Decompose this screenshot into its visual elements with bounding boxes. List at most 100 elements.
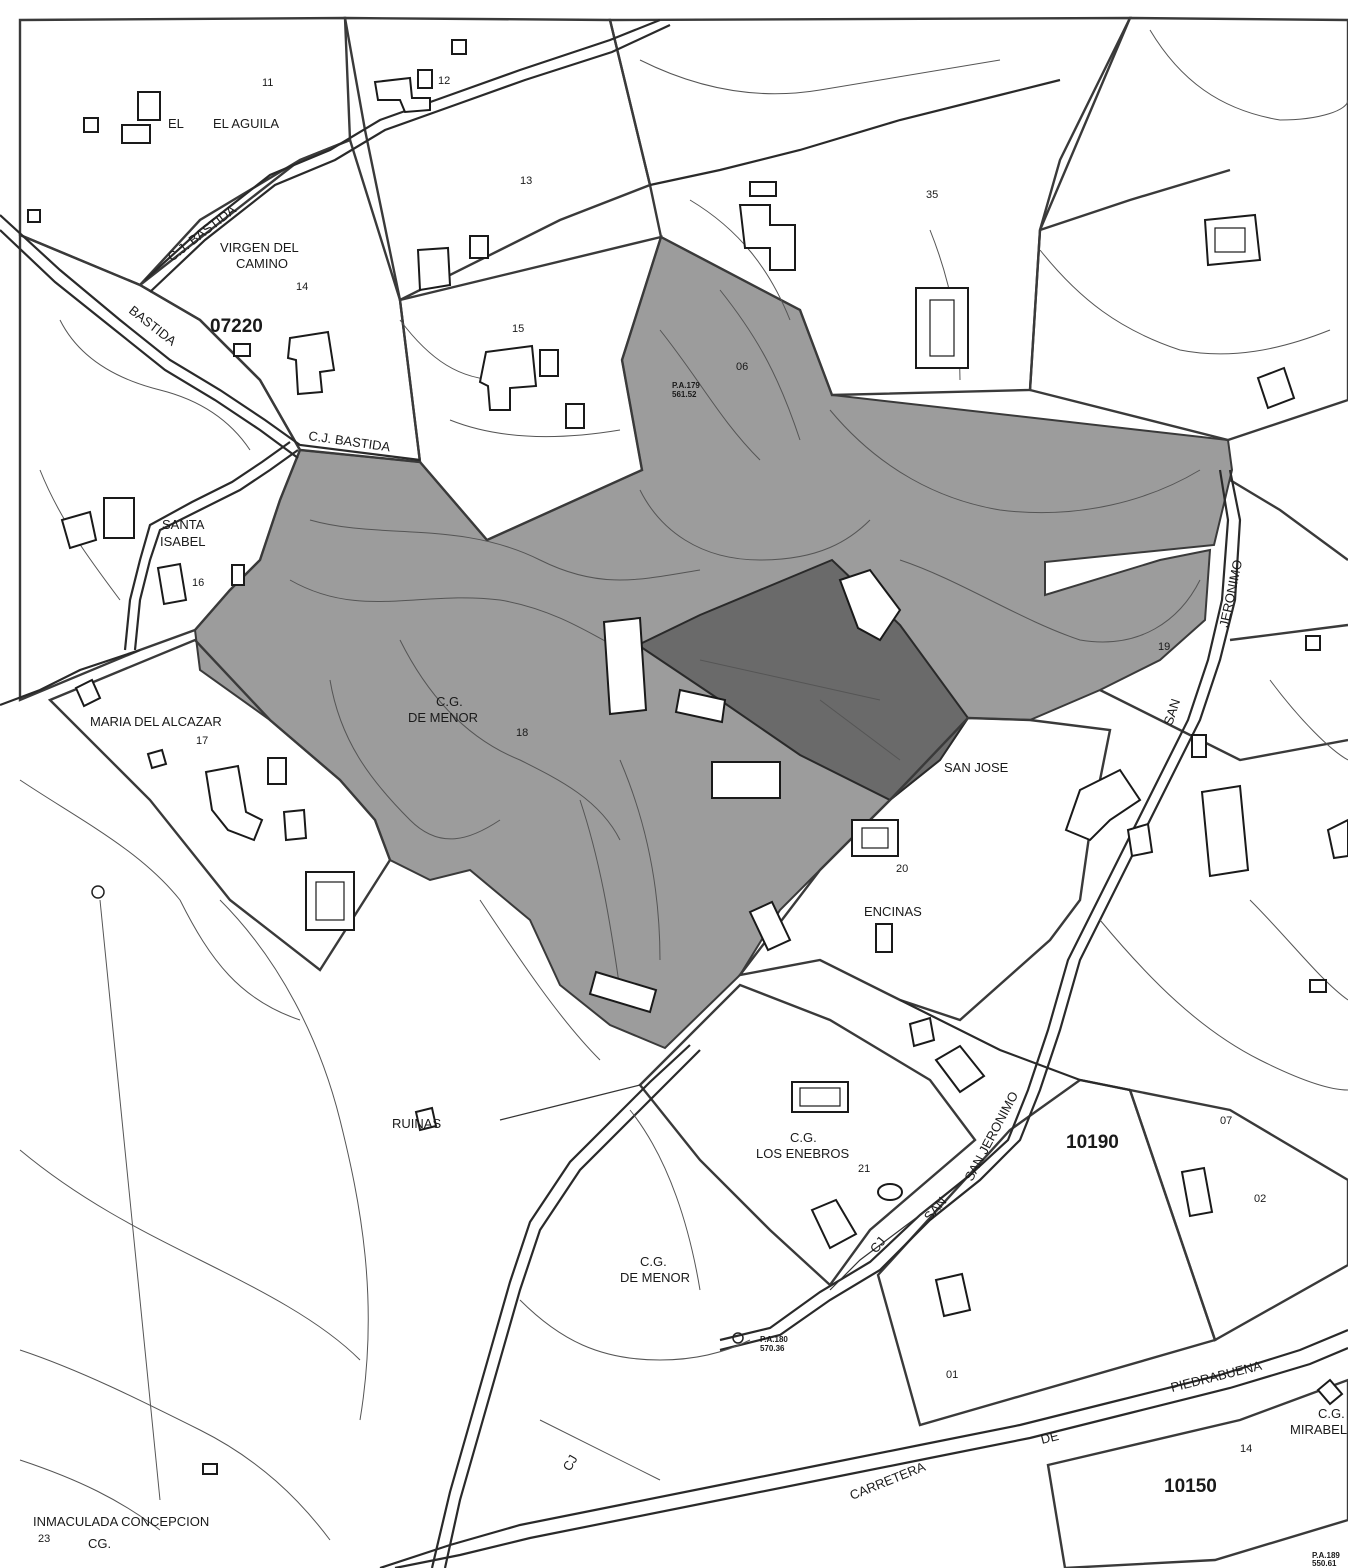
building: [267, 757, 287, 785]
place-label: EL AGUILA: [213, 116, 279, 131]
parcel-numbers: 11 12 13 14 15 06 35 16 17 18 19 20 21 0…: [38, 75, 1266, 1545]
parcel-number: 15: [512, 323, 524, 335]
building: [103, 497, 135, 539]
building: [1326, 818, 1348, 860]
parcel-number: 06: [736, 361, 748, 373]
building: [810, 1198, 858, 1250]
building: [305, 871, 355, 931]
place-label: CG.: [88, 1536, 111, 1551]
building: [202, 1463, 218, 1475]
building: [1305, 635, 1321, 651]
building: [1180, 1166, 1214, 1218]
building: [711, 761, 781, 799]
parcel-number: 21: [858, 1163, 870, 1175]
building: [565, 403, 585, 429]
place-label: ISABEL: [160, 534, 206, 549]
building: [674, 688, 727, 724]
building: [539, 349, 559, 377]
building: [908, 1016, 936, 1048]
parcel-number: 16: [192, 577, 204, 589]
place-labels: EL EL AGUILA VIRGEN DEL CAMINO SANTA ISA…: [33, 116, 1347, 1551]
place-label: MIRABEL: [1290, 1422, 1347, 1437]
parcel-number: 35: [926, 189, 938, 201]
road-label: DE: [1039, 1428, 1060, 1447]
zone-code: 07220: [210, 316, 263, 337]
road-label: CJ: [560, 1452, 581, 1473]
building: [83, 117, 99, 133]
parcel-number: 20: [896, 863, 908, 875]
building: [137, 91, 161, 121]
survey-mark: 550.61: [1312, 1559, 1337, 1568]
parcel-number: 18: [516, 727, 528, 739]
parcel-number: 02: [1254, 1193, 1266, 1205]
building: [588, 970, 658, 1014]
building: [233, 343, 251, 357]
place-label: C.G.: [640, 1254, 667, 1269]
survey-point-icon: [732, 1332, 744, 1344]
building: [748, 900, 792, 952]
building: [74, 678, 102, 708]
place-label: C.G.: [436, 694, 463, 709]
place-label: DE MENOR: [408, 710, 478, 725]
building: [1191, 734, 1207, 758]
survey-mark: 570.36: [760, 1344, 785, 1353]
building: [934, 1272, 972, 1318]
zone-code: 10150: [1164, 1476, 1217, 1497]
building: [791, 1081, 849, 1113]
road-label: JERONIMO: [1216, 558, 1245, 628]
zone-code: 10190: [1066, 1132, 1119, 1153]
parcel-number: 12: [438, 75, 450, 87]
parcel-number: 07: [1220, 1115, 1232, 1127]
building: [286, 330, 336, 396]
place-label: LOS ENEBROS: [756, 1146, 850, 1161]
building: [417, 69, 433, 89]
zone-codes: 07220 10190 10150: [210, 316, 1217, 1497]
road-label: SAN: [1161, 697, 1184, 727]
survey-mark: 561.52: [672, 390, 697, 399]
building: [204, 764, 264, 842]
road-label: BASTIDA: [126, 303, 179, 349]
place-label: C.G.: [1318, 1406, 1345, 1421]
building: [469, 235, 489, 259]
building: [1256, 366, 1296, 410]
building: [373, 76, 431, 114]
building: [282, 808, 308, 842]
building: [749, 181, 777, 197]
building: [231, 564, 245, 586]
building: [851, 819, 899, 857]
place-label: VIRGEN DEL: [220, 240, 299, 255]
building: [60, 510, 98, 550]
contour-lines: [19, 29, 1348, 1541]
building: [1200, 784, 1250, 878]
survey-mark: P.A.180: [760, 1335, 788, 1344]
building: [146, 748, 168, 770]
building: [121, 124, 151, 144]
building: [738, 204, 796, 271]
building: [27, 209, 41, 223]
parcel-number: 19: [1158, 641, 1170, 653]
building: [877, 1183, 903, 1201]
survey-mark: P.A.179: [672, 381, 700, 390]
building: [934, 1044, 986, 1094]
place-label: INMACULADA CONCEPCION: [33, 1514, 209, 1529]
parcel-number: 14: [1240, 1443, 1252, 1455]
place-label: SANTA: [162, 517, 205, 532]
road-label: CARRETERA: [848, 1459, 928, 1503]
survey-point-icon: [91, 885, 105, 899]
building: [414, 1106, 438, 1132]
building: [875, 923, 893, 953]
building: [1064, 768, 1142, 842]
parcel-number: 01: [946, 1369, 958, 1381]
place-label: EL: [168, 116, 184, 131]
parcel-number: 14: [296, 281, 308, 293]
building: [1309, 979, 1327, 993]
place-label: RUINAS: [392, 1116, 441, 1131]
building: [451, 39, 467, 55]
road-label: PIEDRABUENA: [1169, 1358, 1263, 1395]
building: [1316, 1378, 1344, 1406]
building: [1203, 213, 1262, 267]
parcel-number: 11: [262, 77, 273, 89]
building: [1126, 822, 1154, 858]
building: [602, 616, 648, 716]
